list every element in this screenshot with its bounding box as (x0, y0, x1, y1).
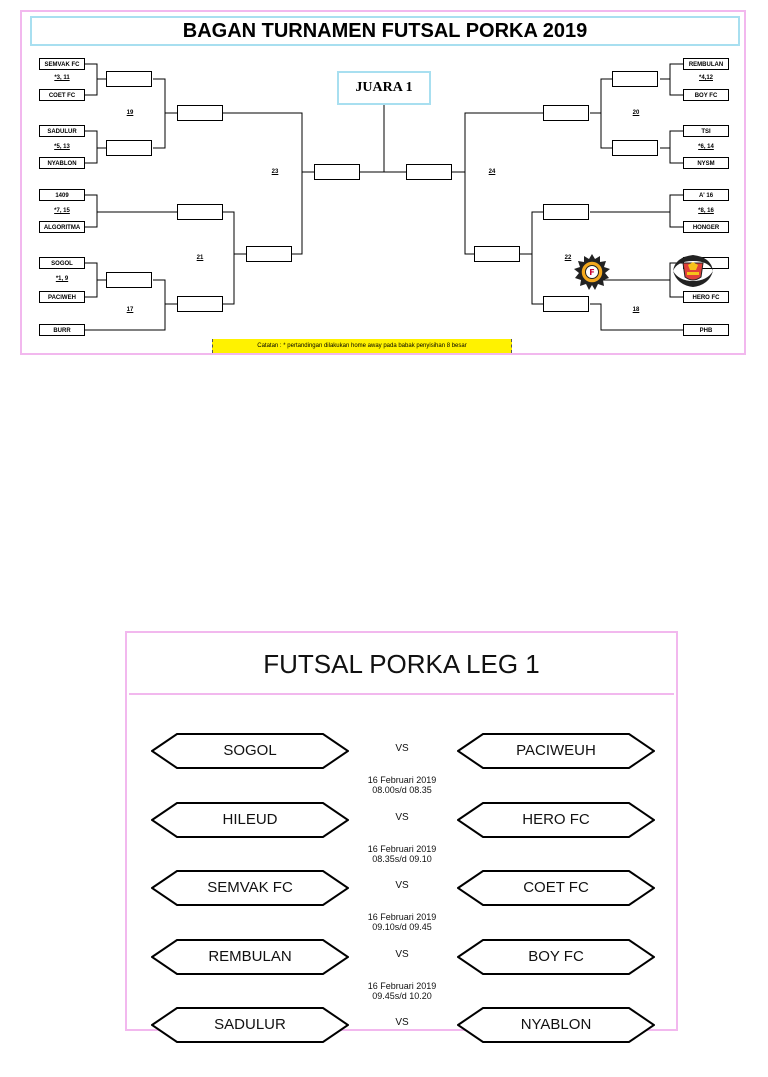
match-date: 16 Februari 2019 (367, 844, 437, 854)
match-date: 16 Februari 2019 (367, 981, 437, 991)
bracket-note: Catatan : * pertandingan dilakukan home … (212, 339, 512, 353)
left-schedule-2: *5, 13 (54, 144, 70, 150)
away-team-badge: COET FC (457, 870, 655, 906)
bracket-slot (106, 272, 152, 288)
vs-label: VS (395, 949, 409, 960)
vs-label: VS (395, 743, 409, 754)
match-number-24: 24 (488, 169, 496, 175)
bracket-slot (106, 71, 152, 87)
left-schedule-1: *3, 11 (54, 75, 70, 81)
champion-box: JUARA 1 (337, 71, 431, 105)
club-crest-icon: F (574, 254, 610, 290)
left-team-8: PACIWEH (39, 291, 85, 303)
home-team-name: SEMVAK FC (207, 879, 293, 896)
bracket-slot (177, 204, 223, 220)
left-schedule-3: *7, 15 (54, 208, 70, 214)
home-team-name: REMBULAN (208, 948, 292, 965)
bracket-slot (406, 164, 452, 180)
bracket-slot (474, 246, 520, 262)
right-team-6: HONGER (683, 221, 729, 233)
right-team-9: PHB (683, 324, 729, 336)
bracket-slot (543, 296, 589, 312)
bracket-slot (246, 246, 292, 262)
match-number-20: 20 (632, 110, 640, 116)
left-team-7: SOGOL (39, 257, 85, 269)
vs-label: VS (395, 1017, 409, 1028)
bracket-slot (543, 105, 589, 121)
bracket-lines (85, 63, 683, 331)
away-team-name: NYABLON (520, 1016, 592, 1033)
left-team-6: ALGORITMA (39, 221, 85, 233)
right-schedule-2: *6, 14 (698, 144, 714, 150)
away-team-name: HERO FC (522, 811, 590, 828)
left-team-3: SADULUR (39, 125, 85, 137)
right-schedule-3: *8, 16 (698, 208, 714, 214)
home-team-badge: SOGOL (151, 733, 349, 769)
bracket-title: BAGAN TURNAMEN FUTSAL PORKA 2019 (30, 16, 740, 46)
match-date: 16 Februari 2019 (367, 775, 437, 785)
leg-panel: FUTSAL PORKA LEG 1 SOGOL VS PACIWEUH 16 … (125, 631, 678, 1043)
match-number-19: 19 (126, 110, 134, 116)
match-number-23: 23 (271, 169, 279, 175)
match-row: HILEUD VS HERO FC 16 Februari 2019 08.35… (127, 802, 676, 872)
away-team-name: BOY FC (528, 948, 584, 965)
bracket-slot (177, 296, 223, 312)
bracket-slot (543, 204, 589, 220)
home-team-name: SOGOL (223, 742, 277, 759)
left-team-9: BURR (39, 324, 85, 336)
match-row: SEMVAK FC VS COET FC 16 Februari 2019 09… (127, 870, 676, 940)
vs-label: VS (395, 880, 409, 891)
right-team-3: TSI (683, 125, 729, 137)
match-time: 09.10s/d 09.45 (372, 922, 432, 932)
home-team-name: SADULUR (214, 1016, 286, 1033)
bracket-slot (177, 105, 223, 121)
left-schedule-4: *1, 9 (55, 276, 69, 282)
match-number-18: 18 (632, 307, 640, 313)
away-team-badge: NYABLON (457, 1007, 655, 1043)
match-row: SOGOL VS PACIWEUH 16 Februari 2019 08.00… (127, 733, 676, 803)
right-team-8: HERO FC (683, 291, 729, 303)
vs-label: VS (395, 812, 409, 823)
home-team-badge: SADULUR (151, 1007, 349, 1043)
right-team-5: A' 16 (683, 189, 729, 201)
away-team-name: PACIWEUH (516, 742, 596, 759)
away-team-badge: PACIWEUH (457, 733, 655, 769)
match-row: REMBULAN VS BOY FC 16 Februari 2019 09.4… (127, 939, 676, 1009)
bracket-slot (612, 71, 658, 87)
home-team-name: HILEUD (222, 811, 278, 828)
match-row: SADULUR VS NYABLON (127, 1007, 676, 1077)
away-team-name: COET FC (523, 879, 589, 896)
left-team-2: COET FC (39, 89, 85, 101)
bracket-slot (106, 140, 152, 156)
match-date: 16 Februari 2019 (367, 912, 437, 922)
home-team-badge: HILEUD (151, 802, 349, 838)
match-number-17: 17 (126, 307, 134, 313)
svg-text:F: F (589, 268, 594, 277)
match-time: 09.45s/d 10.20 (372, 991, 432, 1001)
right-team-1: REMBULAN (683, 58, 729, 70)
away-team-badge: BOY FC (457, 939, 655, 975)
left-team-1: SEMVAK FC (39, 58, 85, 70)
club-crest-icon (673, 255, 713, 287)
right-schedule-1: *4,12 (698, 75, 713, 81)
match-time: 08.00s/d 08.35 (372, 785, 432, 795)
bracket-panel: BAGAN TURNAMEN FUTSAL PORKA 2019 (20, 10, 746, 355)
match-number-22: 22 (564, 255, 572, 261)
left-team-5: 1409 (39, 189, 85, 201)
bracket-slot (612, 140, 658, 156)
away-team-badge: HERO FC (457, 802, 655, 838)
home-team-badge: SEMVAK FC (151, 870, 349, 906)
match-time: 08.35s/d 09.10 (372, 854, 432, 864)
left-team-4: NYABLON (39, 157, 85, 169)
leg-title: FUTSAL PORKA LEG 1 (129, 635, 674, 695)
bracket-slot (314, 164, 360, 180)
right-team-2: BOY FC (683, 89, 729, 101)
match-number-21: 21 (196, 255, 204, 261)
home-team-badge: REMBULAN (151, 939, 349, 975)
right-team-4: NYSM (683, 157, 729, 169)
